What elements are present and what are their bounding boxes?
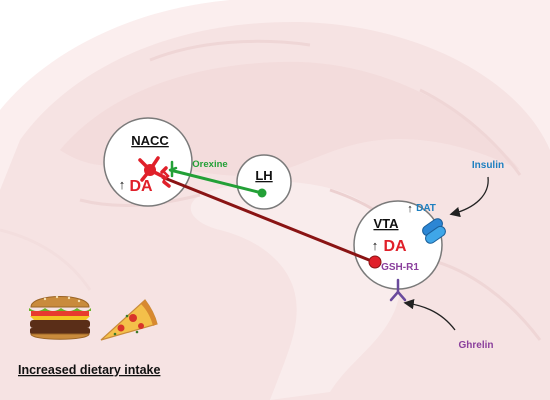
orexin-receptor	[168, 160, 178, 178]
vta-soma	[368, 255, 382, 269]
pizza-icon	[100, 299, 158, 341]
nacc-da-label: DA	[129, 178, 153, 195]
insulin-arrow	[449, 176, 489, 218]
nacc-receptor	[162, 170, 170, 182]
ghrelin-arrow	[403, 298, 456, 331]
nacc-label: NACC	[131, 133, 169, 148]
orexin-projection	[169, 168, 263, 195]
nacc-da-arrow: ↑	[119, 177, 126, 192]
caption: Increased dietary intake	[18, 363, 160, 377]
vta-label: VTA	[373, 216, 399, 231]
insulin-label: Insulin	[472, 160, 504, 171]
vta-da-arrow: ↑	[372, 238, 379, 253]
lh-node	[236, 154, 292, 210]
burger-icon	[29, 295, 91, 340]
dat-arrow: ↑	[407, 203, 413, 215]
dat-transporter	[422, 218, 446, 244]
nacc-node	[103, 117, 193, 207]
dopamine-projection	[161, 175, 375, 264]
vta-da-label: DA	[383, 238, 407, 255]
nacc-soma	[144, 164, 156, 176]
dat-label: DAT	[416, 203, 436, 214]
ghrelin-receptor-label: GSH-R1	[381, 262, 419, 273]
lh-soma	[257, 188, 267, 198]
lh-label: LH	[255, 168, 272, 183]
ghrelin-receptor	[389, 278, 407, 302]
ghrelin-label: Ghrelin	[458, 340, 493, 351]
orexine-label: Orexine	[192, 159, 227, 170]
